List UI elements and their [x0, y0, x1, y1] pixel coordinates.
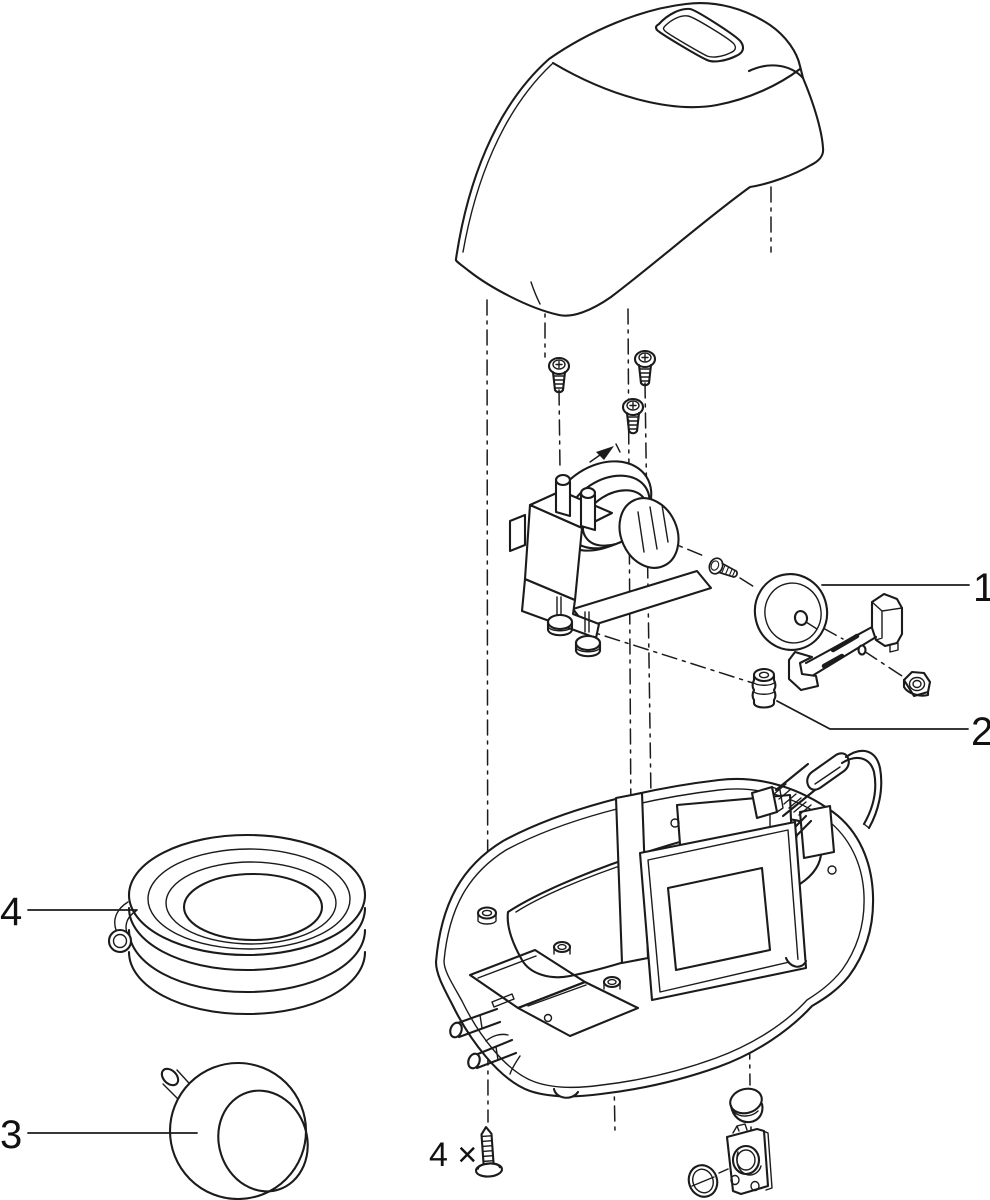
callout-2: 2: [971, 710, 990, 754]
callout-3: 3: [0, 1113, 22, 1157]
screw-post: [476, 906, 498, 925]
screw-post: [552, 940, 572, 955]
clamp-bracket: [787, 592, 904, 692]
callout-4: 4: [0, 890, 22, 934]
rubber-foot: [729, 1087, 764, 1124]
pump-cover: [454, 2, 825, 317]
callout-leaders: [27, 584, 970, 1134]
screw-post: [602, 975, 622, 990]
power-cord: [750, 749, 883, 830]
diaphragm-disc: [753, 573, 829, 651]
cover-screw-icon: [621, 397, 645, 435]
callout-1: 1: [973, 566, 990, 610]
o-ring: [687, 1164, 719, 1198]
cover-label-recess: [654, 7, 745, 63]
rubber-damper: [546, 613, 574, 637]
base-screw-icon: [474, 1126, 504, 1178]
pump-base: [434, 749, 883, 1099]
air-outlet-nozzle: [467, 1038, 518, 1070]
valve-plate: [725, 1123, 773, 1196]
motor-assembly: [508, 443, 713, 658]
rubber-damper: [574, 634, 602, 658]
cover-screw-icon: [547, 356, 571, 394]
air-outlet-nozzle: [449, 1007, 502, 1039]
air-stone: [160, 1061, 309, 1200]
grommet: [751, 667, 777, 709]
eccentric-screw-icon: [708, 557, 738, 578]
cover-screw-icon: [633, 349, 657, 387]
screw-quantity-label: 4 ×: [429, 1136, 477, 1174]
air-hose-coil: [107, 833, 367, 1016]
hex-nut: [902, 670, 932, 698]
